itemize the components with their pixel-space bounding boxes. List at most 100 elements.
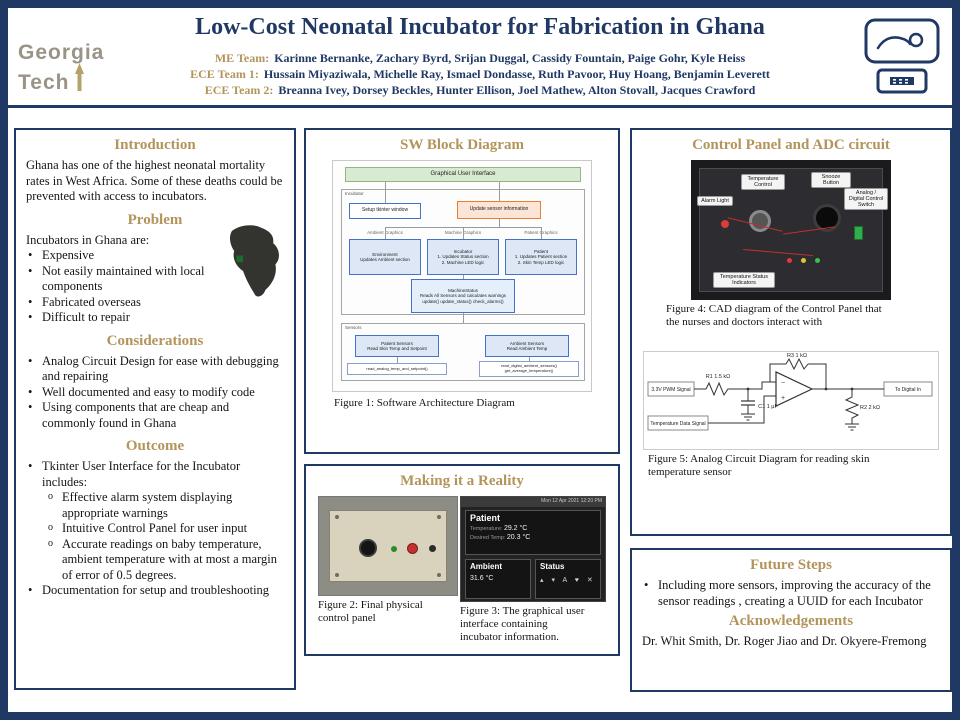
diagram-node-update-sensor: Update sensor information — [457, 201, 541, 219]
consideration-bullet: Using components that are cheap and comm… — [16, 400, 294, 431]
gui-desired-label: Desired Temp: — [470, 535, 506, 541]
gui-desired-value: 20.3 °C — [506, 534, 531, 541]
section-heading-future-steps: Future Steps — [750, 557, 832, 573]
cad-label-temp-status: Temperature Status Indicators — [713, 272, 775, 289]
sw-block-diagram-panel: SW Block Diagram Graphical User Interfac… — [304, 128, 620, 454]
tech-tower-icon — [75, 63, 85, 91]
logo-text-tech: Tech — [18, 71, 70, 94]
consideration-bullet: Analog Circuit Design for ease with debu… — [16, 354, 294, 385]
section-heading-considerations: Considerations — [106, 332, 204, 349]
problem-bullet: Difficult to repair — [16, 310, 226, 326]
introduction-text: Ghana has one of the highest neonatal mo… — [26, 158, 283, 203]
diagram-node-machine-status: MachineStatus Reads All Sensors and calc… — [411, 279, 515, 313]
gui-status-label: Status — [540, 562, 565, 571]
logo-text-georgia: Georgia — [18, 41, 105, 64]
diagram-node-patient-sensors: Patient Sensors Read Skin Temp and Setpo… — [355, 335, 439, 357]
gui-titlebar: Mon 12 Apr 2021 12:20 PM — [461, 497, 605, 507]
svg-text:+: + — [781, 395, 785, 402]
cad-label-alarm-light: Alarm Light — [697, 196, 733, 207]
screw-icon — [335, 515, 339, 519]
diagram-node-gui: Graphical User Interface — [345, 167, 581, 182]
temperature-knob-icon — [749, 210, 771, 232]
control-panel-cad-diagram: Alarm Light Temperature Control Snooze B… — [691, 160, 891, 300]
circuit-label-c1: C1 1 µF — [758, 404, 778, 410]
circuit-label-temp-data: Temperature Data Signal — [650, 421, 705, 427]
gui-ambient-label: Ambient — [470, 562, 502, 571]
gui-temp-value: 29.2 °C — [503, 525, 528, 532]
team-members: Breanna Ivey, Dorsey Beckles, Hunter Ell… — [278, 83, 756, 98]
future-steps-bullet: Including more sensors, improving the ac… — [632, 578, 950, 609]
diagram-node-setup: Setup tkinter window — [349, 203, 421, 219]
gui-temp-label: Temperature: — [470, 526, 503, 532]
section-heading-control-panel: Control Panel and ADC circuit — [692, 137, 890, 153]
section-heading-acknowledgements: Acknowledgements — [728, 613, 854, 629]
outcome-sub-bullet: Intuitive Control Panel for user input — [16, 521, 294, 537]
switch-hole-icon — [429, 545, 436, 552]
figure1-caption: Figure 1: Software Architecture Diagram — [334, 397, 515, 409]
gui-screenshot: Mon 12 Apr 2021 12:20 PM Patient Tempera… — [460, 496, 606, 602]
figure2-block: Figure 2: Final physical control panel — [318, 496, 458, 644]
section-heading-sw-block-diagram: SW Block Diagram — [400, 137, 524, 153]
diagram-group-label: Sensors — [345, 325, 362, 330]
diagram-label: Ambient Graphics — [367, 230, 403, 235]
problem-bullet: Not easily maintained with local compone… — [16, 264, 226, 295]
header: Georgia Tech Low-Cost Neonatal Incubator… — [8, 8, 952, 108]
section-heading-introduction: Introduction — [114, 137, 196, 153]
physical-control-panel-photo — [318, 496, 458, 596]
team-list: ME Team:Karinne Bernanke, Zachary Byrd, … — [118, 50, 842, 99]
team-line-ece2: ECE Team 2: Breanna Ivey, Dorsey Beckles,… — [118, 82, 842, 98]
circuit-label-r2: R2 2 kΩ — [860, 405, 880, 411]
consideration-bullet: Well documented and easy to modify code — [16, 385, 294, 401]
making-it-a-reality-panel: Making it a Reality Figure 2: Final phys… — [304, 464, 620, 656]
figure5-caption: Figure 5: Analog Circuit Diagram for rea… — [648, 452, 870, 478]
section-heading-outcome: Outcome — [125, 438, 185, 454]
screw-icon — [437, 515, 441, 519]
section-heading-making-reality: Making it a Reality — [400, 473, 524, 489]
red-button-icon — [407, 543, 418, 554]
team-label: ECE Team 1: — [190, 67, 259, 82]
circuit-label-r3: R3 1 kΩ — [787, 353, 807, 359]
georgia-tech-logo: Georgia Tech — [18, 42, 104, 93]
team-members: Hussain Miyaziwala, Michelle Ray, Ismael… — [263, 67, 770, 82]
diagram-group-label: Incubator — [345, 191, 364, 196]
incubator-icon — [860, 16, 944, 103]
figure4-caption: Figure 4: CAD diagram of the Control Pan… — [666, 303, 882, 328]
status-led-red-icon — [787, 258, 792, 263]
diagram-node-incubator: Incubator 1. Updates Status section 2. M… — [427, 239, 499, 275]
outcome-sub-bullet: Effective alarm system displaying approp… — [16, 490, 294, 521]
analog-circuit-diagram: 3.3V PWM Signal R1 1.5 kΩ C1 1 µF — [643, 350, 939, 450]
screw-icon — [335, 573, 339, 577]
figure3-caption: Figure 3: The graphical user interface c… — [460, 605, 585, 643]
section-heading-problem: Problem — [127, 211, 183, 228]
gui-ambient-section: Ambient 31.6 °C — [465, 559, 531, 599]
outcome-bullet: Documentation for setup and troubleshoot… — [16, 583, 294, 599]
software-architecture-diagram: Graphical User Interface Incubator Setup… — [332, 160, 592, 392]
metal-plate — [329, 510, 447, 582]
svg-text:−: − — [781, 380, 785, 387]
diagram-node-fn-digital: read_digital_ambient_sensors() get_avera… — [479, 361, 579, 377]
ad-switch-icon — [854, 226, 863, 240]
page-title: Low-Cost Neonatal Incubator for Fabricat… — [195, 14, 765, 40]
circuit-label-pwm: 3.3V PWM Signal — [651, 387, 690, 393]
circuit-label-out: To Digital In — [895, 387, 921, 393]
screw-icon — [437, 573, 441, 577]
team-line-me: ME Team:Karinne Bernanke, Zachary Byrd, … — [118, 50, 842, 66]
circuit-label-r1: R1 1.5 kΩ — [706, 374, 731, 380]
team-label: ECE Team 2: — [204, 83, 274, 98]
team-label: ME Team: — [214, 51, 270, 65]
problem-bullet: Fabricated overseas — [16, 295, 226, 311]
knob-icon — [359, 539, 377, 557]
outcome-sub-bullet: Accurate readings on baby temperature, a… — [16, 537, 294, 584]
gui-ambient-value: 31.6 °C — [470, 575, 494, 582]
team-line-ece1: ECE Team 1: Hussain Miyaziwala, Michelle … — [118, 66, 842, 82]
diagram-node-fn-analog: read_analog_temp_and_setpoint() — [347, 363, 447, 375]
alarm-led-icon — [721, 220, 729, 228]
gui-status-icons: ▴ ▾ A ♥ ✕ — [540, 577, 596, 584]
problem-bullet: Expensive — [16, 248, 216, 264]
status-led-yellow-icon — [801, 258, 806, 263]
diagram-node-ambient-sensors: Ambient Sensors Read Ambient Temp — [485, 335, 569, 357]
diagram-node-patient: Patient 1. Updates Patient section 2. Sk… — [505, 239, 577, 275]
cad-label-temperature-control: Temperature Control — [741, 174, 785, 191]
africa-map-icon — [216, 222, 288, 300]
